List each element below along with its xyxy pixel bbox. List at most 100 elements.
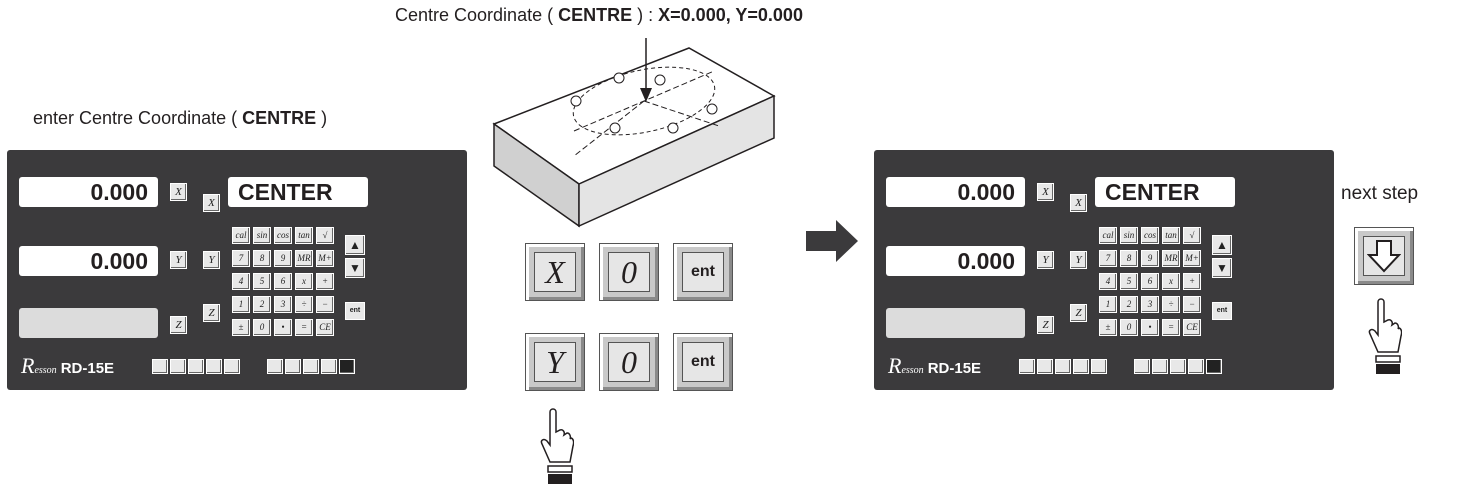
key-3[interactable]: 3 (1141, 296, 1159, 313)
key-6[interactable]: 6 (1141, 273, 1159, 290)
function-key[interactable] (303, 359, 319, 374)
key-sin[interactable]: sin (253, 227, 271, 244)
key-1[interactable]: 1 (1099, 296, 1117, 313)
function-key[interactable] (1134, 359, 1150, 374)
key-0[interactable]: 0 (253, 319, 271, 336)
ent-key[interactable]: ent (673, 243, 733, 301)
ent-key[interactable]: ent (1212, 302, 1232, 320)
key-plus[interactable]: + (316, 273, 334, 290)
up-arrow-icon[interactable]: ▲ (1212, 235, 1232, 255)
y-axis-key[interactable]: Y (170, 251, 187, 269)
key-5[interactable]: 5 (1120, 273, 1138, 290)
function-key[interactable] (170, 359, 186, 374)
z-axis-key[interactable]: Z (1037, 316, 1054, 334)
key-9[interactable]: 9 (274, 250, 292, 267)
function-key[interactable] (206, 359, 222, 374)
down-arrow-icon[interactable]: ▼ (1212, 258, 1232, 278)
key-4[interactable]: 4 (1099, 273, 1117, 290)
function-key[interactable] (1037, 359, 1053, 374)
y-zero-key[interactable]: Y (1070, 251, 1087, 269)
z-display (19, 308, 158, 338)
z-axis-key[interactable]: Z (170, 316, 187, 334)
key-tan[interactable]: tan (295, 227, 313, 244)
key-mr[interactable]: MR (295, 250, 313, 267)
function-key[interactable] (1073, 359, 1089, 374)
key-sqrt[interactable]: √ (1183, 227, 1201, 244)
down-arrow-key[interactable] (1354, 227, 1414, 285)
key-cos[interactable]: cos (274, 227, 292, 244)
key-2[interactable]: 2 (1120, 296, 1138, 313)
key-3[interactable]: 3 (274, 296, 292, 313)
function-key[interactable] (1152, 359, 1168, 374)
key-divide[interactable]: ÷ (295, 296, 313, 313)
key-mr[interactable]: MR (1162, 250, 1180, 267)
z-zero-key[interactable]: Z (1070, 304, 1087, 322)
x-zero-key[interactable]: X (203, 194, 220, 212)
key-sqrt[interactable]: √ (316, 227, 334, 244)
key-cal[interactable]: cal (232, 227, 250, 244)
key-mplus[interactable]: M+ (1183, 250, 1201, 267)
key-8[interactable]: 8 (1120, 250, 1138, 267)
function-key[interactable] (321, 359, 337, 374)
key-divide[interactable]: ÷ (1162, 296, 1180, 313)
key-plusminus[interactable]: ± (1099, 319, 1117, 336)
key-minus[interactable]: − (316, 296, 334, 313)
key-6[interactable]: 6 (274, 273, 292, 290)
key-9[interactable]: 9 (1141, 250, 1159, 267)
key-7[interactable]: 7 (232, 250, 250, 267)
key-sin[interactable]: sin (1120, 227, 1138, 244)
key-8[interactable]: 8 (253, 250, 271, 267)
function-key[interactable] (1206, 359, 1222, 374)
key-minus[interactable]: − (1183, 296, 1201, 313)
key-cos[interactable]: cos (1141, 227, 1159, 244)
function-key[interactable] (152, 359, 168, 374)
y-key[interactable]: Y (525, 333, 585, 391)
ent-key[interactable]: ent (673, 333, 733, 391)
key-0[interactable]: 0 (1120, 319, 1138, 336)
key-mplus[interactable]: M+ (316, 250, 334, 267)
key-5[interactable]: 5 (253, 273, 271, 290)
function-key[interactable] (1170, 359, 1186, 374)
key-equals[interactable]: = (1162, 319, 1180, 336)
right-arrow-icon (806, 220, 858, 262)
function-key[interactable] (285, 359, 301, 374)
z-zero-key[interactable]: Z (203, 304, 220, 322)
zero-key[interactable]: 0 (599, 243, 659, 301)
key-multiply[interactable]: x (1162, 273, 1180, 290)
y-zero-key[interactable]: Y (203, 251, 220, 269)
key-1[interactable]: 1 (232, 296, 250, 313)
x-zero-key[interactable]: X (1070, 194, 1087, 212)
key-tan[interactable]: tan (1162, 227, 1180, 244)
key-cal[interactable]: cal (1099, 227, 1117, 244)
key-2[interactable]: 2 (253, 296, 271, 313)
function-key[interactable] (339, 359, 355, 374)
function-key[interactable] (267, 359, 283, 374)
x-key[interactable]: X (525, 243, 585, 301)
function-key[interactable] (224, 359, 240, 374)
function-key[interactable] (1091, 359, 1107, 374)
key-equals[interactable]: = (295, 319, 313, 336)
key-dot[interactable]: • (1141, 319, 1159, 336)
key-ce[interactable]: CE (1183, 319, 1201, 336)
down-arrow-icon[interactable]: ▼ (345, 258, 365, 278)
x-axis-key[interactable]: X (170, 183, 187, 201)
key-plus[interactable]: + (1183, 273, 1201, 290)
function-key[interactable] (1019, 359, 1035, 374)
up-arrow-icon[interactable]: ▲ (345, 235, 365, 255)
key-dot[interactable]: • (274, 319, 292, 336)
zero-key[interactable]: 0 (599, 333, 659, 391)
y-axis-key[interactable]: Y (1037, 251, 1054, 269)
key-plusminus[interactable]: ± (232, 319, 250, 336)
x-axis-key[interactable]: X (1037, 183, 1054, 201)
key-4[interactable]: 4 (232, 273, 250, 290)
ent-key[interactable]: ent (345, 302, 365, 320)
function-key[interactable] (1055, 359, 1071, 374)
key-7[interactable]: 7 (1099, 250, 1117, 267)
function-key[interactable] (188, 359, 204, 374)
function-key[interactable] (1188, 359, 1204, 374)
key-multiply[interactable]: x (295, 273, 313, 290)
key-ce[interactable]: CE (316, 319, 334, 336)
